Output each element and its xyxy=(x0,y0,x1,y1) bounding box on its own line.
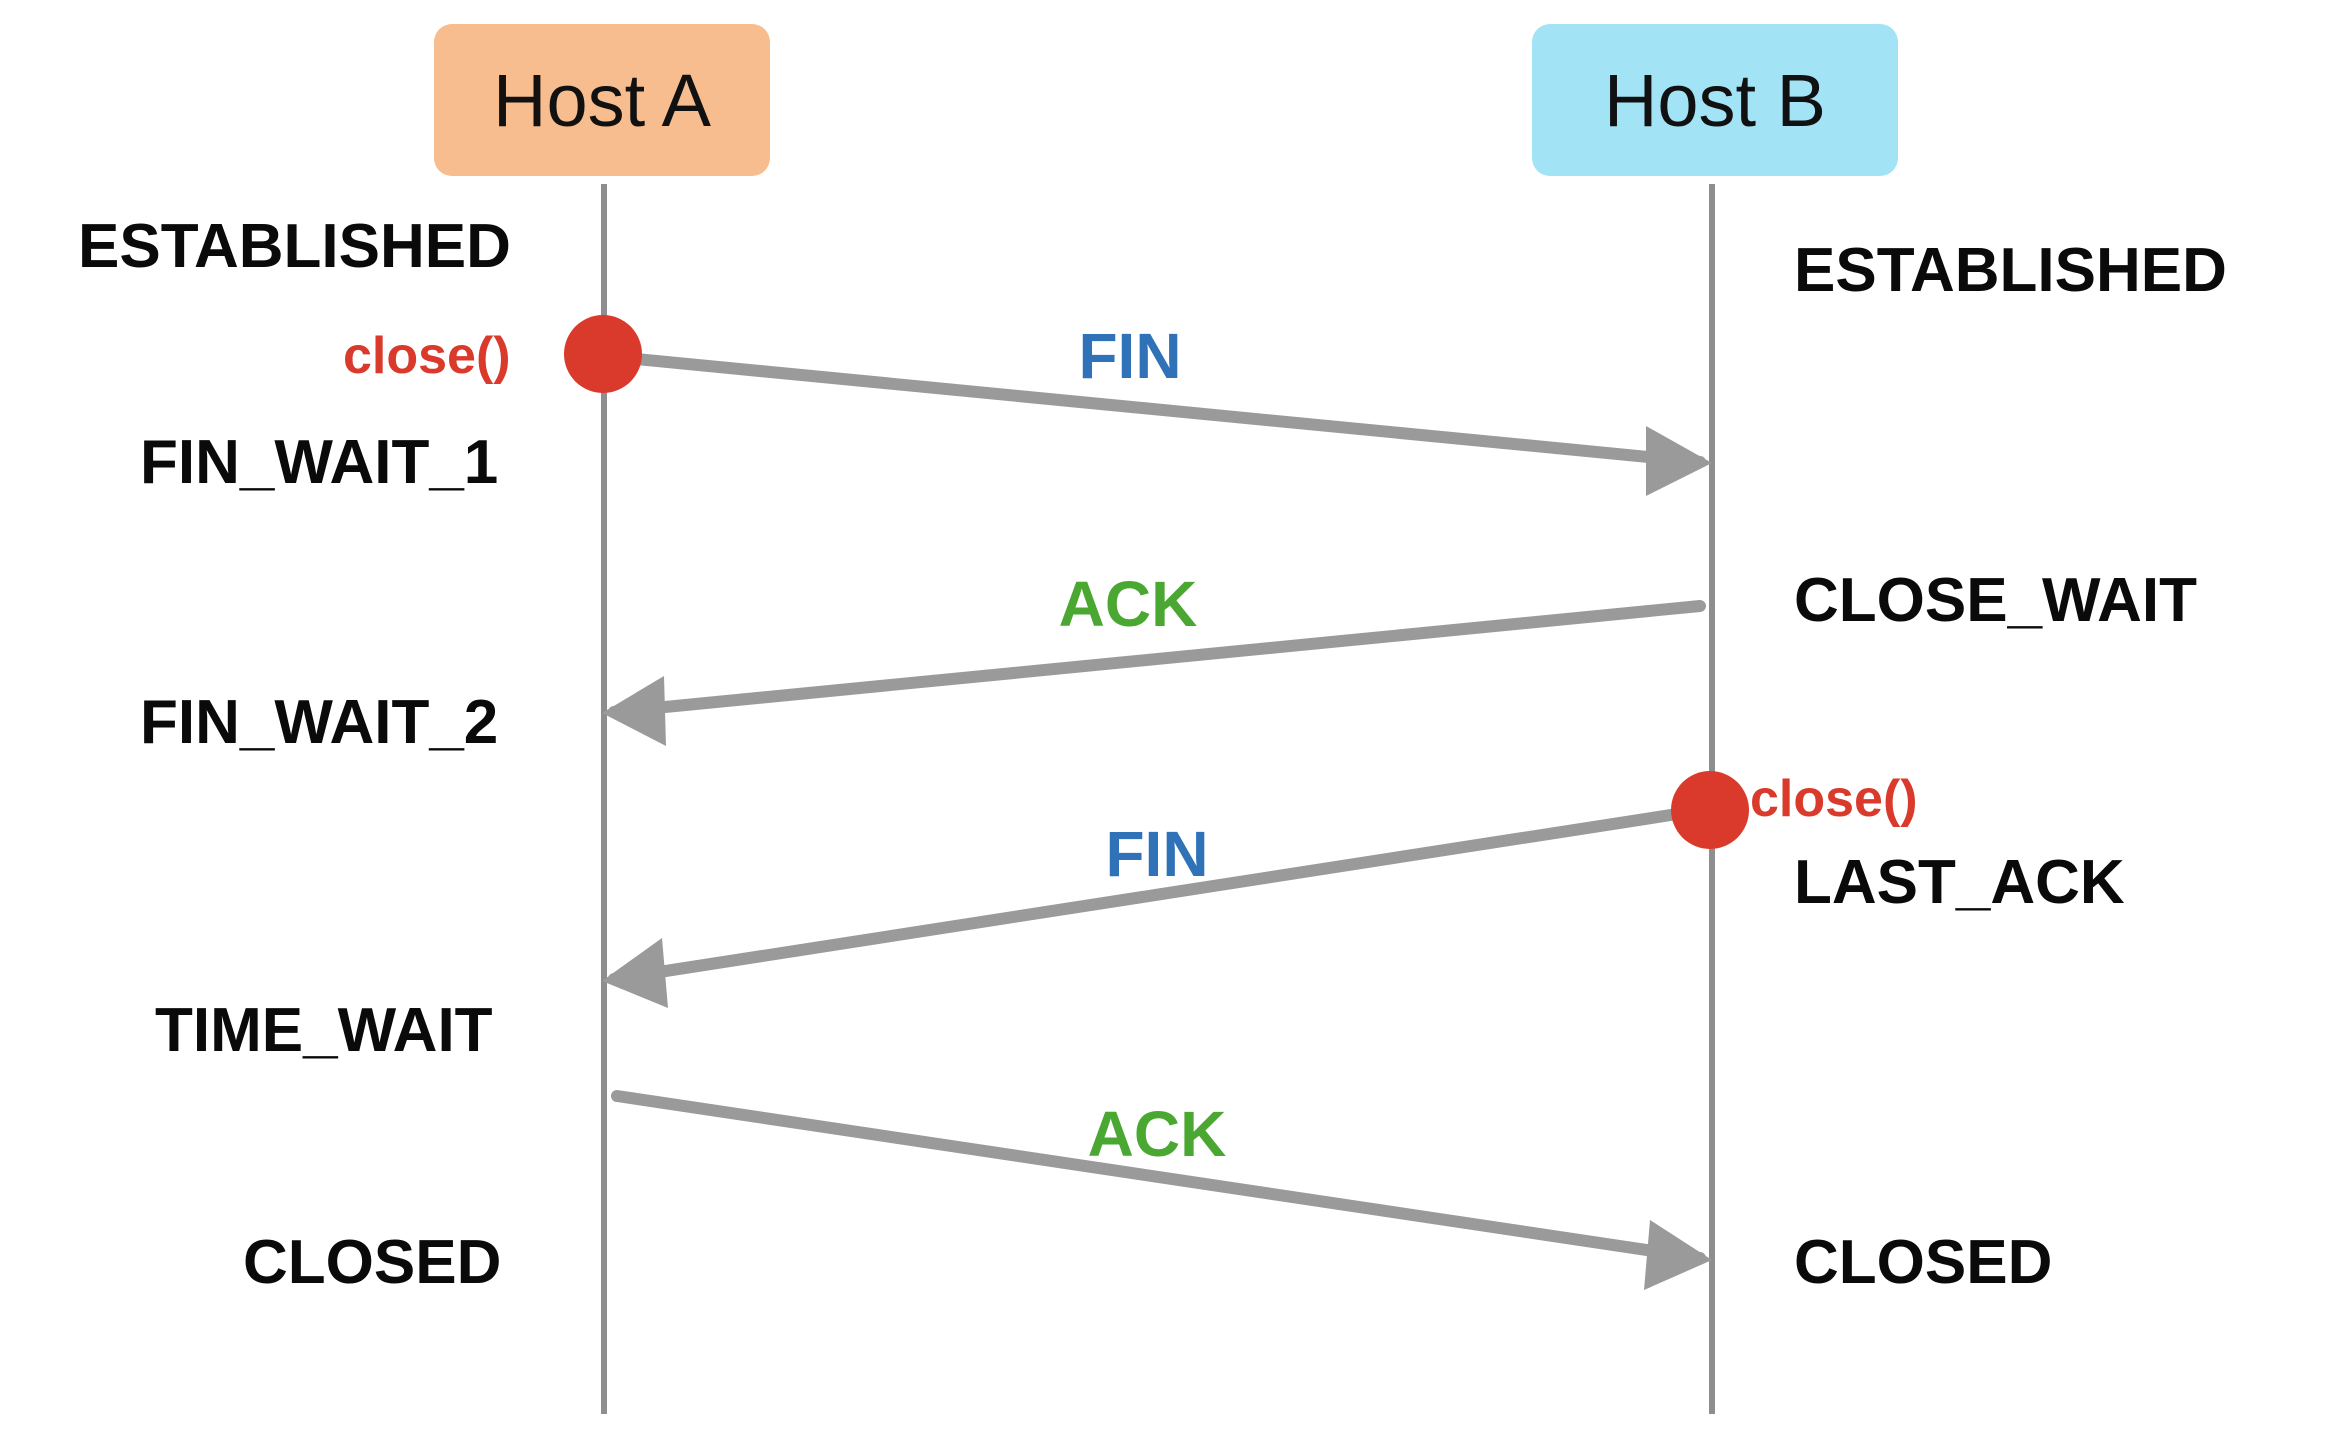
host-a-state-time-wait: TIME_WAIT xyxy=(155,996,493,1065)
host-b-state-last-ack: LAST_ACK xyxy=(1794,848,2125,917)
message-label-ack-1: ACK xyxy=(1058,568,1198,640)
host-a-lifeline xyxy=(601,184,607,1414)
host-b-close-label: close() xyxy=(1750,770,1918,828)
arrow-shaft xyxy=(608,600,1706,718)
arrow-ack-b-to-a xyxy=(602,600,1706,746)
arrow-shaft xyxy=(599,350,1706,468)
host-a-close-label: close() xyxy=(343,327,511,385)
host-a-box: Host A xyxy=(434,24,770,176)
host-a-state-fin-wait-2: FIN_WAIT_2 xyxy=(140,688,499,757)
host-a-state-closed: CLOSED xyxy=(243,1228,502,1297)
arrow-head xyxy=(602,938,668,1008)
arrow-fin-b-to-a xyxy=(602,806,1696,1008)
message-label-ack-2: ACK xyxy=(1087,1098,1227,1170)
message-label-fin-1: FIN xyxy=(1078,320,1182,392)
host-a-state-fin-wait-1: FIN_WAIT_1 xyxy=(140,428,499,497)
host-b-box: Host B xyxy=(1532,24,1898,176)
arrow-head xyxy=(602,676,666,746)
host-b-label: Host B xyxy=(1603,58,1827,142)
arrow-head xyxy=(1644,1220,1712,1290)
host-b-close-event-dot xyxy=(1671,771,1749,849)
host-b-state-close-wait: CLOSE_WAIT xyxy=(1794,566,2198,635)
message-label-fin-2: FIN xyxy=(1105,818,1209,890)
arrow-fin-a-to-b xyxy=(599,350,1712,496)
host-b-state-closed: CLOSED xyxy=(1794,1228,2053,1297)
arrow-head xyxy=(1646,426,1712,496)
host-a-state-established: ESTABLISHED xyxy=(78,212,511,281)
host-a-close-event-dot xyxy=(564,315,642,393)
host-a-label: Host A xyxy=(493,58,711,142)
arrow-shaft xyxy=(608,806,1696,985)
arrow-shaft xyxy=(611,1090,1706,1264)
arrow-ack-a-to-b xyxy=(611,1090,1712,1290)
host-b-state-established: ESTABLISHED xyxy=(1794,236,2227,305)
